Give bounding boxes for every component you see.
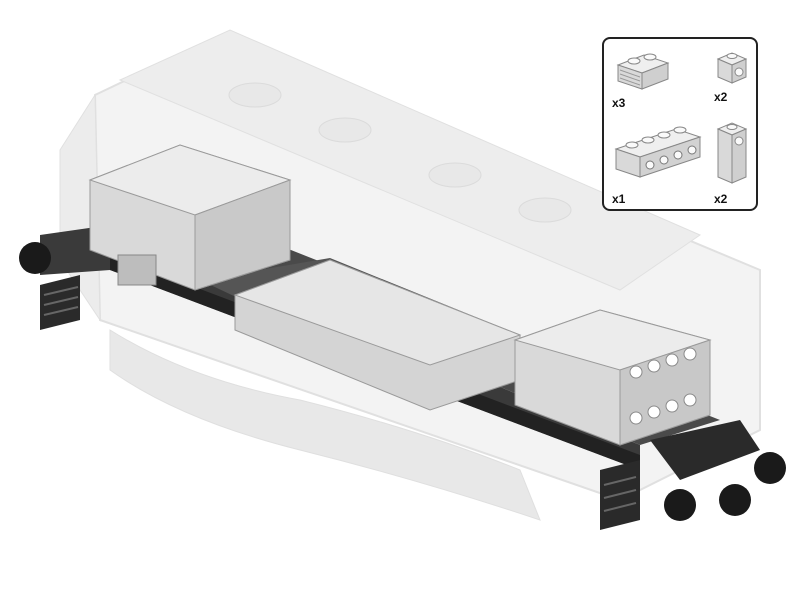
- rear-bogie: [19, 242, 80, 330]
- technic-brick-icon: [614, 126, 702, 178]
- center-brick-row: [233, 259, 522, 411]
- part-qty: x2: [714, 90, 728, 104]
- part-qty: x1: [612, 192, 626, 206]
- front-bogie: [600, 420, 786, 530]
- front-brick-block: [513, 309, 712, 446]
- tall-side-stud-brick-icon: [716, 122, 748, 184]
- parts-callout: x3 x2 x1: [602, 37, 758, 211]
- part-qty: x3: [612, 96, 626, 110]
- grille-brick-icon: [616, 53, 670, 90]
- rear-brick-frame: [88, 144, 292, 291]
- part-qty: x2: [714, 192, 728, 206]
- side-stud-brick-icon: [716, 52, 748, 84]
